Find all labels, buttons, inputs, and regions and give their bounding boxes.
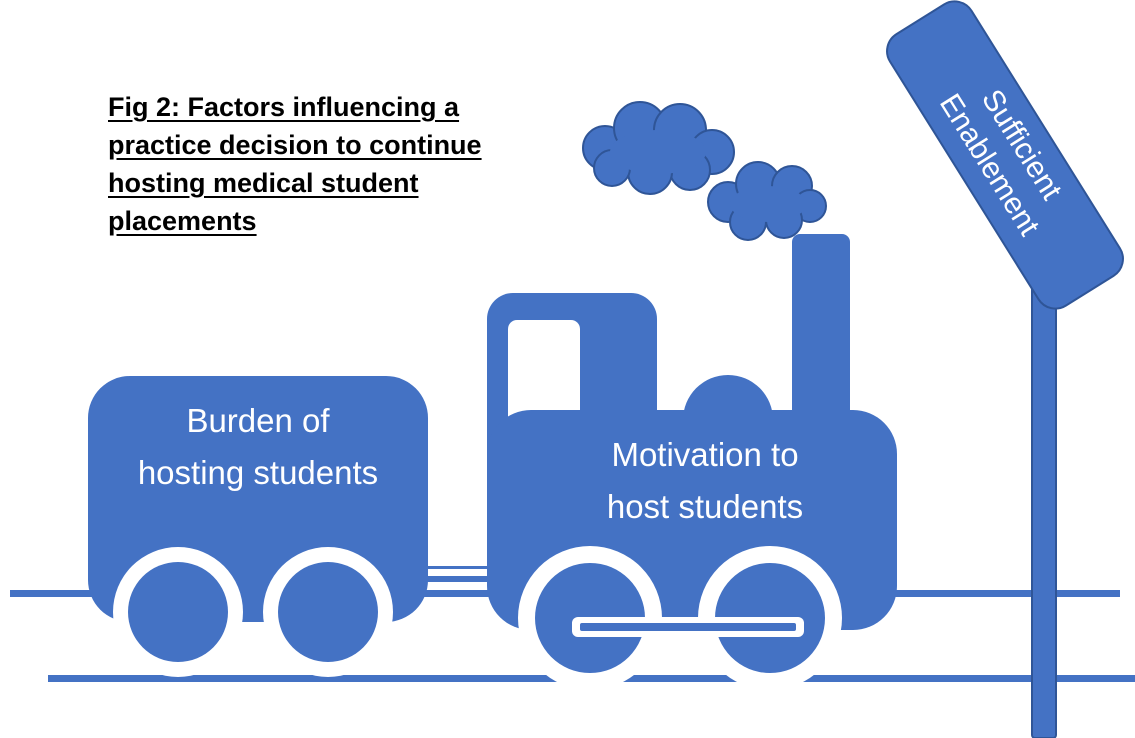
- smoke-cloud-small: [707, 161, 827, 241]
- engine-label-line1: Motivation to: [611, 436, 798, 473]
- wagon-wheel-left: [128, 562, 228, 662]
- signpost-pole: [1031, 254, 1057, 738]
- engine-window: [508, 320, 580, 428]
- wagon-label-line1: Burden of: [186, 402, 330, 439]
- wagon-label-line2: hosting students: [138, 454, 378, 491]
- figure-title: Fig 2: Factors influencing a practice de…: [108, 92, 482, 236]
- smoke-cloud-large: [582, 101, 735, 195]
- signpost-board: Sufficient Enablement: [886, 0, 1124, 310]
- engine-label-line2: host students: [607, 488, 803, 525]
- wagon-wheel-right: [278, 562, 378, 662]
